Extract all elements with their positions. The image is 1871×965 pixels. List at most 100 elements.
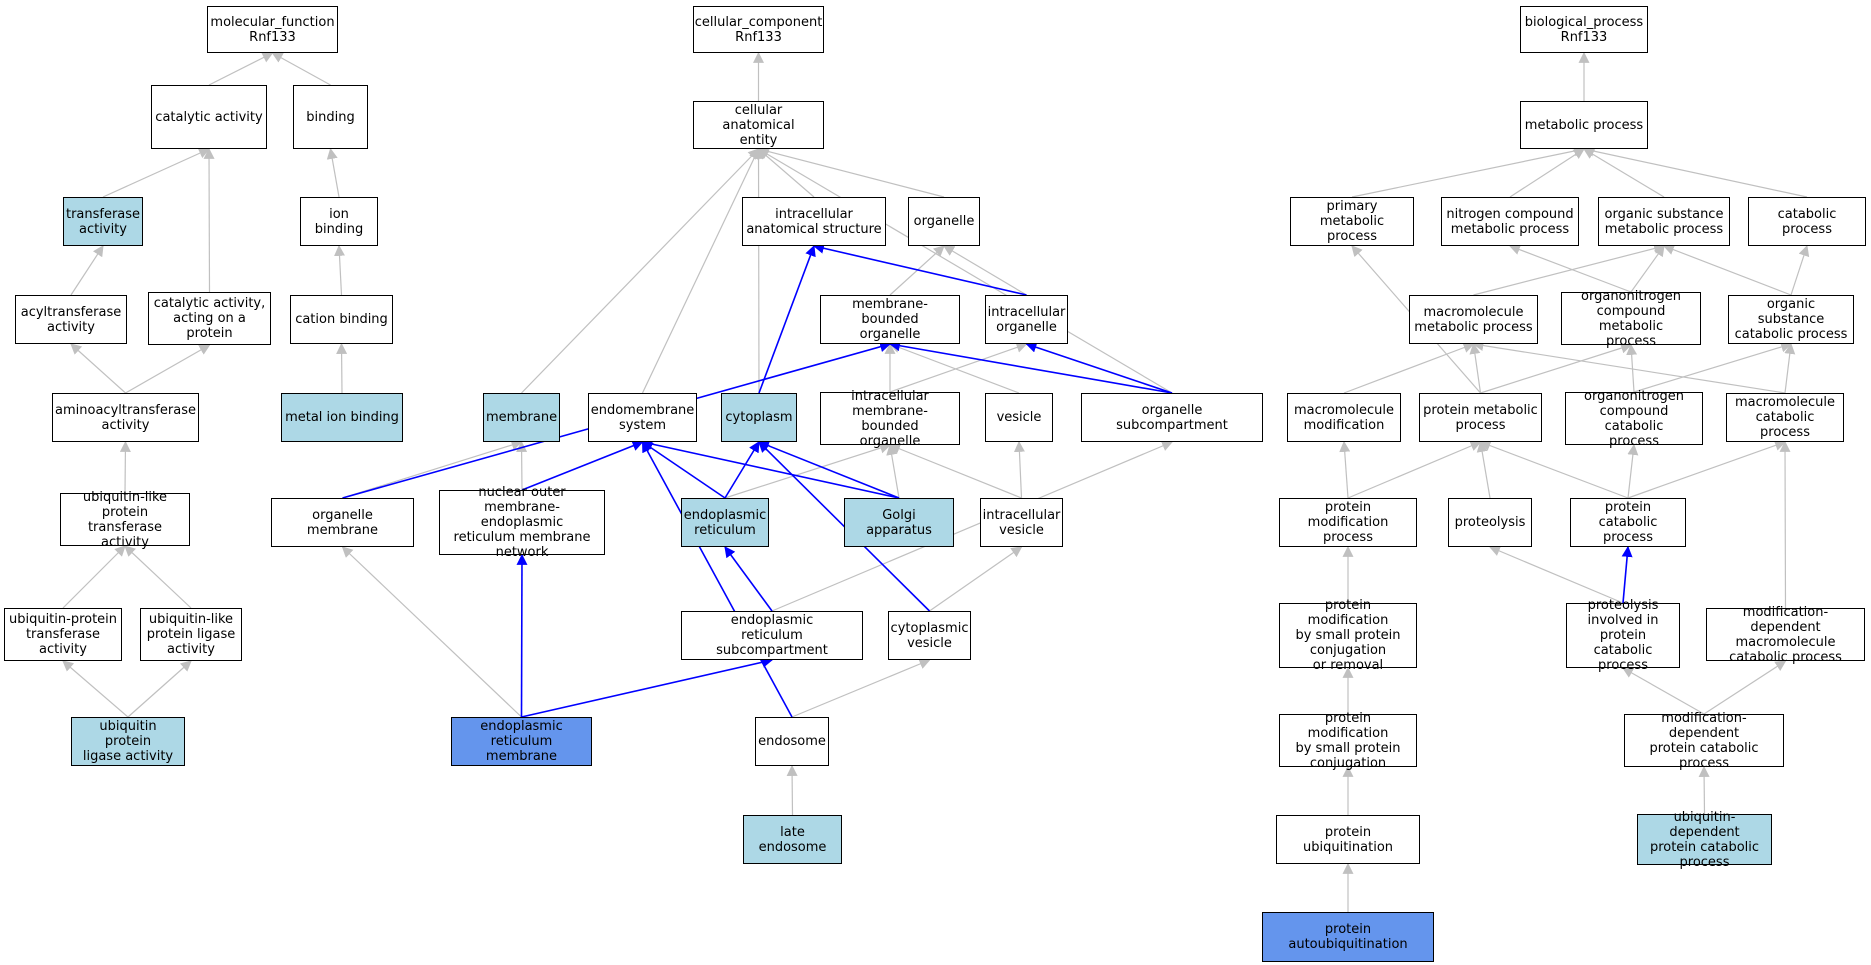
node-golgi-apparatus[interactable]: Golgi apparatus — [844, 498, 954, 547]
edge-imbo-to-intra_org — [889, 342, 1028, 393]
node-catalytic-activity[interactable]: catalytic activity — [151, 85, 267, 149]
node-acyltransferase-activity[interactable]: acyltransferase activity — [15, 295, 127, 344]
node-ubiquitin-protein-transferase-activity[interactable]: ubiquitin-protein transferase activity — [4, 608, 122, 661]
node-modification-dependent-macromolecule-catabolic-process[interactable]: modification-dependent macromolecule cat… — [1706, 605, 1865, 665]
edge-late_endosome-to-endosome — [786, 764, 798, 816]
node-modification-dependent-protein-catabolic-process[interactable]: modification-dependent protein catabolic… — [1624, 711, 1784, 771]
edge-organelle-to-cae — [757, 146, 945, 198]
node-intracellular-membrane-bounded-organelle[interactable]: intracellular membrane-bounded organelle — [820, 389, 960, 449]
edge-mod_dep_macro_cat-to-macromol_cat — [1779, 440, 1791, 609]
node-ubiquitin-like-protein-ligase-activity[interactable]: ubiquitin-like protein ligase activity — [140, 608, 242, 661]
node-metal-ion-binding[interactable]: metal ion binding — [281, 393, 403, 442]
node-macromolecule-catabolic-process[interactable]: macromolecule catabolic process — [1726, 393, 1844, 442]
edge-macromol_mod-to-macromol_met — [1343, 342, 1475, 394]
edge-ub_ligase-to-ubl_ligase — [127, 660, 192, 718]
node-primary-metabolic-process[interactable]: primary metabolic process — [1290, 197, 1414, 246]
edge-cyto_vesicle-to-intra_vesicle — [929, 546, 1023, 612]
node-binding[interactable]: binding — [293, 85, 368, 149]
edge-cytoplasm-to-cae — [753, 147, 765, 394]
node-organelle-subcompartment[interactable]: organelle subcompartment — [1081, 393, 1263, 442]
edge-catabolic-to-metabolic — [1582, 145, 1808, 198]
node-nuclear-outer-membrane-er-membrane-network[interactable]: nuclear outer membrane-endoplasmic retic… — [439, 485, 605, 560]
edge-protein_met-to-macromol_met — [1469, 342, 1482, 394]
node-biological-process-root[interactable]: biological_process Rnf133 — [1520, 6, 1648, 53]
edge-golgi-to-imbo — [886, 443, 900, 499]
edge-intra_vesicle-to-vesicle — [1013, 440, 1025, 499]
node-cytoplasm[interactable]: cytoplasm — [721, 393, 797, 442]
node-cellular-anatomical-entity[interactable]: cellular anatomical entity — [693, 101, 824, 149]
edge-endomembrane-to-cae — [641, 148, 760, 394]
node-protein-catabolic-process[interactable]: protein catabolic process — [1570, 498, 1686, 547]
edge-nuclear_outer-to-membrane — [516, 440, 528, 491]
node-intracellular-vesicle[interactable]: intracellular vesicle — [980, 498, 1063, 547]
edge-membrane-to-cae — [521, 148, 760, 394]
node-intracellular-anatomical-structure[interactable]: intracellular anatomical structure — [742, 197, 886, 246]
node-organic-substance-catabolic-process[interactable]: organic substance catabolic process — [1728, 295, 1854, 344]
node-cytoplasmic-vesicle[interactable]: cytoplasmic vesicle — [888, 611, 971, 660]
node-cation-binding[interactable]: cation binding — [290, 295, 393, 344]
edge-mod_dep_prot_cat-to-proteolysis_cat — [1622, 667, 1705, 715]
node-protein-autoubiquitination[interactable]: protein autoubiquitination — [1262, 912, 1434, 962]
node-organelle[interactable]: organelle — [908, 197, 980, 246]
edge-endosome-to-cyto_vesicle — [791, 658, 931, 718]
edge-organonitrogen_met-to-nitrogen_met — [1508, 244, 1632, 293]
edge-acyltransferase-to-transferase — [70, 245, 104, 296]
node-endosome[interactable]: endosome — [755, 717, 829, 766]
node-endoplasmic-reticulum[interactable]: endoplasmic reticulum — [681, 498, 769, 547]
node-macromolecule-metabolic-process[interactable]: macromolecule metabolic process — [1409, 295, 1538, 344]
node-organonitrogen-compound-metabolic-process[interactable]: organonitrogen compound metabolic proces… — [1561, 289, 1701, 349]
node-transferase-activity[interactable]: transferase activity — [63, 197, 143, 246]
node-metabolic-process[interactable]: metabolic process — [1520, 101, 1648, 149]
node-er-subcompartment[interactable]: endoplasmic reticulum subcompartment — [681, 611, 863, 660]
node-protein-modification-small-protein-conjugation-or-removal[interactable]: protein modification by small protein co… — [1279, 598, 1417, 673]
edge-proteolysis_cat-to-protein_cat — [1621, 545, 1633, 604]
edge-er_subcomp-to-org_subcomp — [771, 440, 1174, 612]
edge-vesicle-to-mbo — [888, 342, 1020, 394]
node-ubiquitin-like-protein-transferase-activity[interactable]: ubiquitin-like protein transferase activ… — [60, 490, 190, 550]
edge-metal_ion_binding-to-cation_binding — [336, 342, 348, 394]
node-catalytic-activity-acting-on-protein[interactable]: catalytic activity, acting on a protein — [148, 292, 271, 345]
node-ion-binding[interactable]: ion binding — [300, 197, 378, 246]
node-membrane-bounded-organelle[interactable]: membrane-bounded organelle — [820, 295, 960, 344]
node-endomembrane-system[interactable]: endomembrane system — [588, 393, 697, 442]
node-proteolysis[interactable]: proteolysis — [1448, 498, 1532, 547]
edge-er_subcomp-to-er — [724, 546, 773, 612]
edge-primary_met-to-metabolic — [1351, 145, 1586, 198]
node-intracellular-organelle[interactable]: intracellular organelle — [985, 295, 1068, 344]
node-late-endosome[interactable]: late endosome — [743, 815, 842, 864]
edge-nitrogen_met-to-metabolic — [1509, 148, 1585, 198]
node-protein-modification-small-protein-conjugation[interactable]: protein modification by small protein co… — [1279, 711, 1417, 771]
edge-protein_cat-to-macromol_cat — [1627, 440, 1787, 499]
node-protein-metabolic-process[interactable]: protein metabolic process — [1419, 393, 1542, 442]
edge-protein_cat-to-protein_met — [1479, 440, 1629, 499]
edge-organonitrogen_met-to-organic_met — [1630, 245, 1665, 293]
node-organic-substance-metabolic-process[interactable]: organic substance metabolic process — [1598, 197, 1730, 246]
edge-protein_mod-to-protein_met — [1347, 440, 1482, 499]
node-ubiquitin-protein-ligase-activity[interactable]: ubiquitin protein ligase activity — [71, 717, 185, 766]
edge-org_subcomp-to-mbo — [888, 340, 1173, 394]
node-nitrogen-compound-metabolic-process[interactable]: nitrogen compound metabolic process — [1441, 197, 1579, 246]
node-membrane[interactable]: membrane — [483, 393, 560, 442]
node-organelle-membrane[interactable]: organelle membrane — [271, 498, 414, 547]
edge-org_subcomp-to-intra_org — [1025, 341, 1173, 394]
node-aminoacyltransferase-activity[interactable]: aminoacyltransferase activity — [52, 393, 199, 442]
node-cellular-component-root[interactable]: cellular_component Rnf133 — [693, 6, 824, 53]
node-endoplasmic-reticulum-membrane[interactable]: endoplasmic reticulum membrane — [451, 717, 592, 766]
edge-golgi-to-cytoplasm — [757, 440, 900, 499]
node-catabolic-process[interactable]: catabolic process — [1748, 197, 1866, 246]
edge-macromol_cat-to-macromol_met — [1472, 340, 1786, 394]
node-proteolysis-involved-in-protein-catabolic-process[interactable]: proteolysis involved in protein cataboli… — [1566, 598, 1680, 673]
node-organonitrogen-compound-catabolic-process[interactable]: organonitrogen compound catabolic proces… — [1565, 389, 1703, 449]
node-molecular-function-root[interactable]: molecular_function Rnf133 — [207, 6, 338, 53]
node-vesicle[interactable]: vesicle — [985, 393, 1053, 442]
edge-er-to-endomembrane — [641, 441, 726, 499]
edge-er-to-imbo — [724, 442, 892, 499]
edge-macromol_cat-to-organic_cat — [1784, 342, 1796, 394]
node-protein-modification-process[interactable]: protein modification process — [1279, 498, 1417, 547]
node-ubiquitin-dependent-protein-catabolic-process[interactable]: ubiquitin-dependent protein catabolic pr… — [1637, 810, 1772, 870]
node-protein-ubiquitination[interactable]: protein ubiquitination — [1276, 815, 1420, 864]
edge-nuclear_outer-to-endomembrane — [521, 440, 644, 491]
node-macromolecule-modification[interactable]: macromolecule modification — [1287, 393, 1401, 442]
edge-protein_met-to-organonitrogen_met — [1480, 342, 1633, 394]
